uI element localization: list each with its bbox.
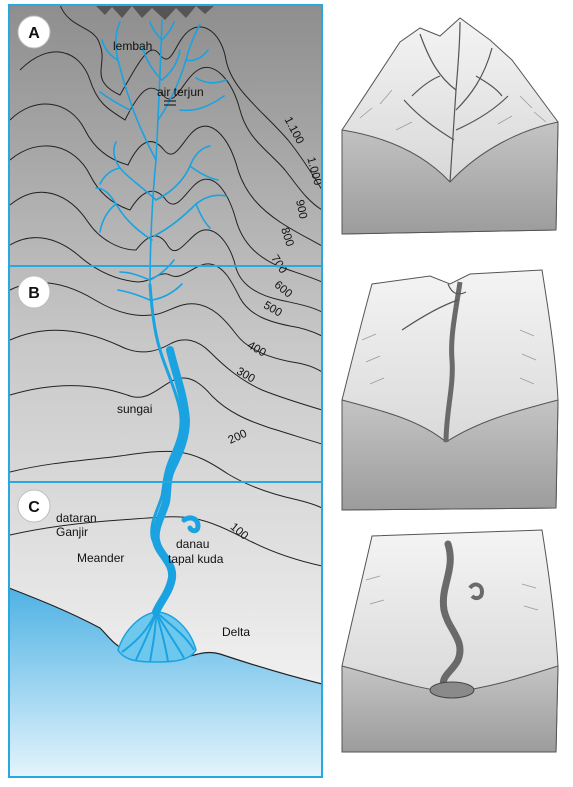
block-diagram-c [342, 530, 558, 752]
label-meander: Meander [77, 551, 124, 565]
badge-a: A [18, 16, 50, 48]
label-ganjir: Ganjir [56, 525, 88, 539]
badge-a-letter: A [28, 25, 40, 42]
label-delta: Delta [222, 625, 250, 639]
label-lembah: lembah [113, 39, 152, 53]
block-c-delta [430, 682, 474, 698]
badge-c-letter: C [28, 499, 40, 516]
badge-c: C [18, 490, 50, 522]
block-diagram-a [342, 18, 558, 234]
label-air-terjun: air terjun [157, 85, 204, 99]
badge-b-letter: B [28, 285, 40, 302]
label-sungai: sungai [117, 402, 152, 416]
badge-b: B [18, 276, 50, 308]
contour-map-panel: 1.100 1.000 900 800 700 600 500 400 300 … [9, 5, 323, 777]
block-diagram-b [342, 270, 558, 510]
label-danau: danau [176, 537, 209, 551]
label-tapal-kuda: tapal kuda [168, 552, 224, 566]
label-dataran: dataran [56, 511, 97, 525]
